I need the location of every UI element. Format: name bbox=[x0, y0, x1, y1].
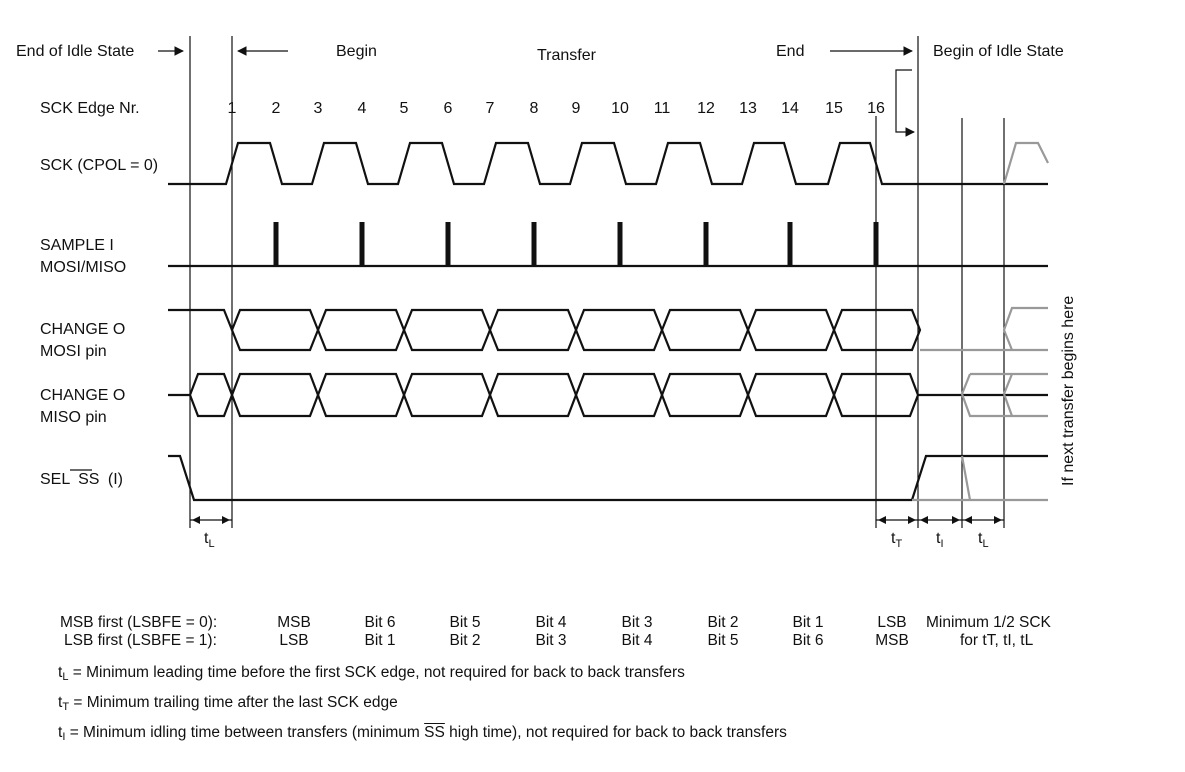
edge-number: 15 bbox=[825, 100, 843, 117]
bit-cell: Bit 3 bbox=[621, 614, 653, 631]
edge-number: 10 bbox=[611, 100, 629, 117]
mosi-waveform bbox=[168, 308, 922, 352]
note-tt: tT = Minimum trailing time after the las… bbox=[58, 694, 398, 713]
lsb-first-label: LSB first (LSBFE = 1): bbox=[64, 632, 217, 649]
bit-cell: Bit 6 bbox=[792, 632, 824, 649]
side-note: If next transfer begins here bbox=[1060, 296, 1077, 486]
edge-number: 9 bbox=[572, 100, 581, 117]
bus-cell bbox=[188, 372, 234, 418]
bus-cell bbox=[574, 308, 664, 352]
tt-label: ttTT bbox=[891, 530, 902, 550]
miso-label-2: MISO pin bbox=[40, 409, 107, 426]
bus-cell bbox=[402, 308, 492, 352]
bus-cell bbox=[316, 372, 406, 418]
bit-cell: LSB bbox=[279, 632, 309, 649]
transfer-label: Transfer bbox=[537, 47, 597, 64]
end-bent-arrow bbox=[895, 69, 915, 137]
bit-cell: Bit 5 bbox=[707, 632, 739, 649]
bus-cell bbox=[660, 308, 750, 352]
edge-number: 4 bbox=[358, 100, 367, 117]
miso-next-grey bbox=[1002, 373, 1014, 417]
bit-cell: Bit 1 bbox=[364, 632, 396, 649]
begin-of-idle-label: Begin of Idle State bbox=[933, 43, 1064, 60]
bus-cell bbox=[660, 372, 750, 418]
minimum-note-1: Minimum 1/2 SCK bbox=[926, 614, 1051, 631]
end-label: End bbox=[776, 43, 804, 60]
tl-left-label: ttLL bbox=[204, 530, 215, 550]
timing-notes: tL = Minimum leading time before the fir… bbox=[58, 660, 787, 750]
bus-cell bbox=[230, 308, 320, 352]
tl-right-label: ttLL bbox=[978, 530, 989, 550]
bit-cell: Bit 1 bbox=[792, 614, 824, 631]
bit-cell: Bit 2 bbox=[707, 614, 739, 631]
edge-number: 12 bbox=[697, 100, 715, 117]
end-of-idle-label: End of Idle State bbox=[16, 43, 134, 60]
msb-first-label: MSB first (LSBFE = 0): bbox=[60, 614, 218, 631]
bus-cell bbox=[488, 372, 578, 418]
sample-pulse-group bbox=[273, 222, 879, 266]
mosi-label-1: CHANGE O bbox=[40, 321, 125, 338]
note-tl: tL = Minimum leading time before the fir… bbox=[58, 664, 685, 683]
ss-waveform bbox=[168, 454, 912, 502]
bit-cell: Bit 3 bbox=[535, 632, 567, 649]
sck-waveform bbox=[168, 141, 1048, 186]
miso-label-1: CHANGE O bbox=[40, 387, 125, 404]
bit-cell: Bit 5 bbox=[449, 614, 481, 631]
sample-label-1: SAMPLE I bbox=[40, 237, 114, 254]
bit-cell: MSB bbox=[875, 632, 909, 649]
edge-number: 16 bbox=[867, 100, 885, 117]
edge-number: 5 bbox=[400, 100, 409, 117]
spi-timing-diagram: End of Idle State Begin Transfer End Beg… bbox=[16, 36, 1077, 550]
edge-number: 13 bbox=[739, 100, 757, 117]
sel-label: SEL SS (I) bbox=[40, 471, 123, 488]
bus-cell bbox=[746, 372, 836, 418]
sck-label: SCK (CPOL = 0) bbox=[40, 157, 158, 174]
bus-cell bbox=[832, 308, 922, 352]
ss-rise bbox=[910, 454, 1048, 501]
bit-cell: Bit 4 bbox=[621, 632, 653, 649]
bit-cell: Bit 6 bbox=[364, 614, 396, 631]
mosi-next-grey bbox=[1002, 306, 1048, 351]
bus-cell bbox=[230, 372, 320, 418]
bus-cell bbox=[574, 372, 664, 418]
edge-nr-label: SCK Edge Nr. bbox=[40, 100, 140, 117]
ti-label: ttII bbox=[936, 530, 944, 550]
bus-cell bbox=[488, 308, 578, 352]
note-ti: tI = Minimum idling time between transfe… bbox=[58, 724, 787, 743]
sck-next-transfer bbox=[1002, 141, 1049, 185]
miso-idle-grey bbox=[960, 372, 1048, 418]
bit-cell: LSB bbox=[877, 614, 907, 631]
edge-number: 6 bbox=[444, 100, 453, 117]
edge-number: 7 bbox=[486, 100, 495, 117]
ss-next-grey bbox=[912, 455, 1048, 502]
edge-number: 11 bbox=[654, 100, 671, 117]
edge-number: 8 bbox=[530, 100, 539, 117]
bus-cell bbox=[402, 372, 492, 418]
bit-cell: MSB bbox=[277, 614, 311, 631]
minimum-note-2: for tT, tI, tL bbox=[960, 632, 1034, 649]
bit-cell: Bit 4 bbox=[535, 614, 567, 631]
edge-number: 3 bbox=[314, 100, 323, 117]
bus-cell bbox=[316, 308, 406, 352]
edge-number: 14 bbox=[781, 100, 799, 117]
miso-waveform bbox=[168, 372, 1048, 418]
mosi-idle-before bbox=[168, 308, 234, 331]
mosi-label-2: MOSI pin bbox=[40, 343, 107, 360]
timing-arrows bbox=[190, 516, 1004, 524]
sample-label-2: MOSI/MISO bbox=[40, 259, 126, 276]
bus-cell bbox=[746, 308, 836, 352]
begin-label: Begin bbox=[336, 43, 377, 60]
bit-cell: Bit 2 bbox=[449, 632, 481, 649]
edge-number: 2 bbox=[272, 100, 281, 117]
